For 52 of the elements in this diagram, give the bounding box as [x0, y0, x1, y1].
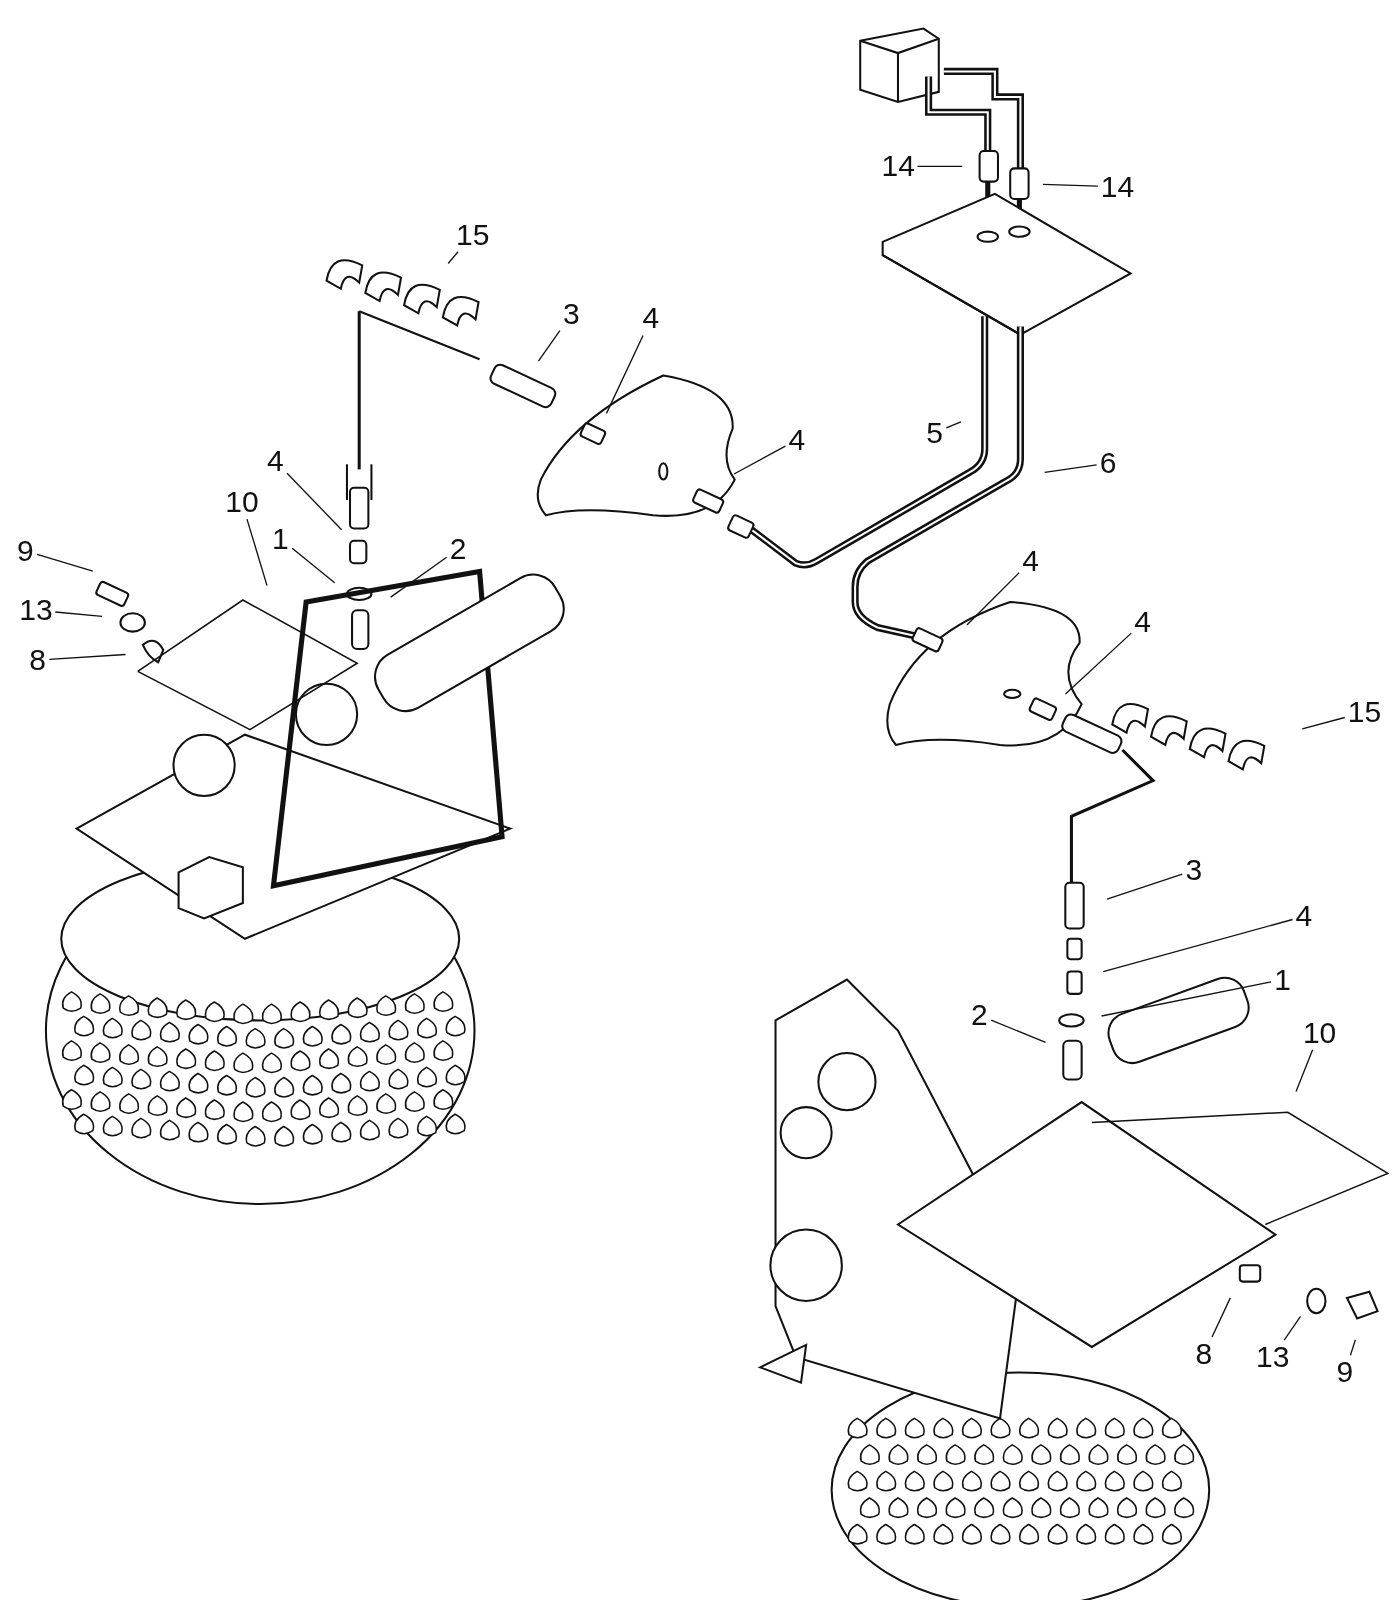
callout-number: 13 [19, 595, 53, 626]
callout-number: 15 [455, 219, 490, 250]
callout-number: 4 [1295, 901, 1313, 932]
callout-number: 3 [562, 299, 580, 330]
leader-line [48, 653, 127, 661]
leader-line [286, 472, 343, 531]
callout-number: 8 [29, 645, 46, 676]
callout-number: 10 [1302, 1017, 1337, 1048]
leader-line [1349, 1339, 1357, 1357]
callout-number: 4 [788, 424, 806, 455]
callout-number: 2 [971, 1000, 988, 1031]
callout-number: 1 [1274, 964, 1291, 995]
callout-number: 13 [1255, 1342, 1290, 1373]
callout-number: 10 [225, 487, 259, 518]
leader-line [733, 445, 787, 475]
callout-number: 4 [642, 303, 660, 334]
leader-line [1295, 1049, 1314, 1093]
leader-line [916, 165, 963, 167]
callout-number: 1 [272, 523, 289, 554]
leader-line [390, 556, 448, 598]
leader-line [945, 421, 962, 429]
callout-number: 9 [1336, 1357, 1354, 1388]
leader-line [537, 330, 561, 362]
leader-line [1211, 1297, 1231, 1338]
leader-line [1283, 1315, 1302, 1341]
leader-line [966, 572, 1020, 626]
leader-line [1042, 183, 1099, 187]
leader-line [605, 334, 644, 414]
callout-number: 4 [1022, 546, 1039, 577]
callout-number: 14 [1100, 171, 1135, 202]
leader-line [36, 553, 94, 572]
leader-line [1102, 918, 1294, 973]
leader-line [246, 518, 268, 587]
callout-number: 4 [267, 446, 284, 477]
leader-line [1100, 981, 1272, 1017]
callout-number: 15 [1347, 697, 1382, 728]
leader-line [1106, 873, 1183, 900]
callout-number: 6 [1099, 448, 1117, 479]
callout-number: 8 [1195, 1339, 1213, 1370]
callout-number: 2 [449, 534, 467, 564]
callout-number: 3 [1185, 855, 1203, 886]
callout-number: 9 [17, 536, 34, 566]
leader-line [54, 611, 103, 617]
leader-line [291, 547, 336, 584]
callout-number: 14 [881, 151, 915, 182]
leader-line [447, 251, 459, 265]
callout-number: 4 [1134, 607, 1152, 638]
callout-number: 5 [926, 417, 943, 448]
leader-line [1064, 632, 1132, 695]
leader-line [1301, 716, 1346, 730]
leader-line [1044, 464, 1098, 473]
leader-line [990, 1019, 1047, 1044]
